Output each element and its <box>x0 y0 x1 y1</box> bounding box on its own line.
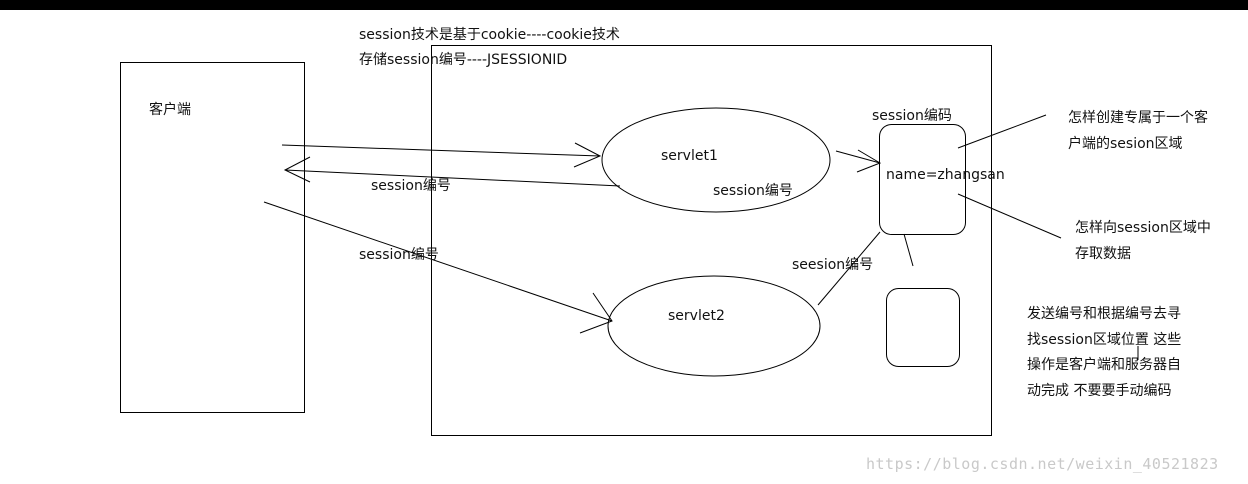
session-box-tick <box>903 233 914 267</box>
servlet2-session-line <box>817 231 881 306</box>
session-area-box-2 <box>886 288 960 367</box>
header-line-2: 存储session编号----JSESSIONID <box>359 52 568 68</box>
top-black-bar <box>0 0 1248 10</box>
client-label: 客户端 <box>149 102 191 118</box>
note-q2-line2: 存取数据 <box>1075 246 1131 262</box>
servlet1-ellipse <box>601 107 831 213</box>
servlet1-label: servlet1 <box>661 148 718 164</box>
response-arrow <box>283 156 621 187</box>
servlet1-session-arrow <box>835 149 882 173</box>
note-q1-line1: 怎样创建专属于一个客 <box>1068 110 1208 126</box>
note-auto-line2: 找session区域位置 这些 <box>1027 332 1182 348</box>
note-auto-line1: 发送编号和根据编号去寻 <box>1027 306 1181 322</box>
session-area-box <box>879 124 966 235</box>
note-auto-line3: 操作是客户端和服务器自 <box>1027 357 1181 373</box>
server-box <box>431 45 992 436</box>
note-q1-line2: 户端的sesion区域 <box>1068 136 1183 152</box>
header-line-1: session技术是基于cookie----cookie技术 <box>359 27 620 43</box>
note-q2-line1: 怎样向session区域中 <box>1075 220 1211 236</box>
servlet1-inner-label: session编号 <box>713 183 793 199</box>
session-box-content: name=zhangsan <box>886 167 1005 183</box>
request2-arrow-label: session编号 <box>359 247 439 263</box>
return-arrow-label: session编号 <box>371 178 451 194</box>
client-box <box>120 62 305 413</box>
session-box-title: session编码 <box>872 108 952 124</box>
callout-line-q2 <box>957 193 1062 239</box>
watermark-url: https://blog.csdn.net/weixin_40521823 <box>866 455 1219 473</box>
servlet2-ellipse <box>607 275 821 377</box>
callout-line-q1 <box>957 114 1047 149</box>
request-arrow-2 <box>263 201 613 334</box>
note-auto-line4: 动完成 不要要手动编码 <box>1027 383 1172 399</box>
servlet2-link-label: seesion编号 <box>792 257 874 273</box>
request-arrow-1 <box>281 142 602 168</box>
servlet2-label: servlet2 <box>668 308 725 324</box>
